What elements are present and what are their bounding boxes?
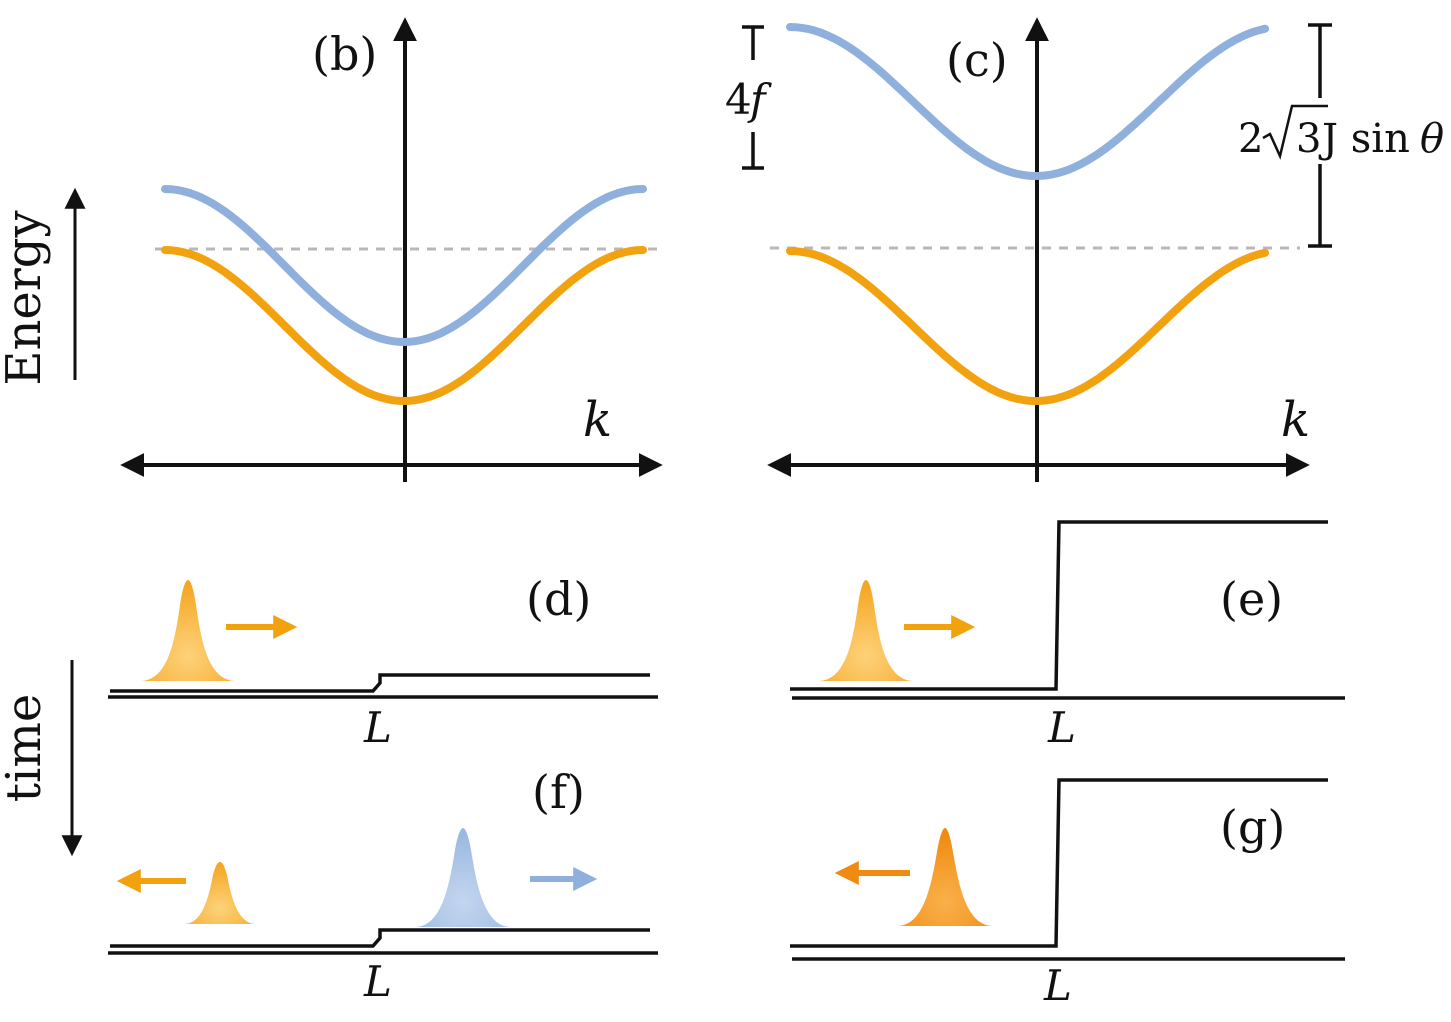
panel-f-transmitted-blue-wavepacket <box>415 828 511 927</box>
panel-e-orange-wavepacket <box>818 580 914 681</box>
gap-j-prefix: 2 <box>1238 116 1263 162</box>
panel-f: (f) L <box>108 765 658 1006</box>
panel-f-reflected-orange-wavepacket <box>184 862 256 924</box>
gap-4f-symbol: f <box>747 75 772 124</box>
panel-g-potential-step <box>790 778 1328 948</box>
panel-d-L-label: L <box>363 703 392 752</box>
panel-g-label: (g) <box>1220 800 1285 854</box>
gap-j-sqrt-sign <box>1262 104 1328 160</box>
gap-4f-number: 4 <box>725 75 752 124</box>
panel-f-potential-step <box>110 928 650 948</box>
gap-j-suffix: J sin <box>1318 116 1410 162</box>
panel-e-label: (e) <box>1220 572 1283 626</box>
panel-d-label: (d) <box>526 572 591 626</box>
gap-j-bracket: 2 3 J sin θ <box>1238 23 1444 248</box>
panel-b-k-label: k <box>583 392 612 448</box>
panel-d-orange-wavepacket <box>140 580 236 681</box>
panel-b-label: (b) <box>312 27 377 81</box>
panel-g-reflected-orange-wavepacket <box>897 828 993 926</box>
panel-c-lower-band <box>786 247 1269 406</box>
time-axis-label: time <box>0 694 52 803</box>
panel-c-upper-band <box>786 23 1269 181</box>
panel-g: (g) L <box>790 778 1345 1010</box>
gap-j-theta: θ <box>1420 116 1444 162</box>
gap-j-radicand: 3 <box>1296 116 1321 162</box>
panel-d-potential-step <box>110 673 650 693</box>
panel-e-L-label: L <box>1047 703 1076 752</box>
panel-b-lower-band <box>161 246 647 406</box>
panel-c-k-label: k <box>1281 392 1310 448</box>
panel-g-L-label: L <box>1043 961 1072 1010</box>
panel-e-potential-step <box>790 520 1328 691</box>
gap-4f-bracket: 4 f <box>725 25 772 170</box>
panel-d: (d) L <box>108 572 658 752</box>
panel-c-label: (c) <box>946 33 1008 87</box>
energy-axis-label: Energy <box>0 210 52 385</box>
panel-e: (e) L <box>790 520 1345 752</box>
panel-b-upper-band <box>161 185 647 347</box>
panel-c: (c) k 4 f 2 3 J sin θ <box>725 17 1444 482</box>
panel-f-L-label: L <box>363 957 392 1006</box>
panel-f-label: (f) <box>532 765 585 819</box>
panel-b: (b) k <box>120 17 663 482</box>
